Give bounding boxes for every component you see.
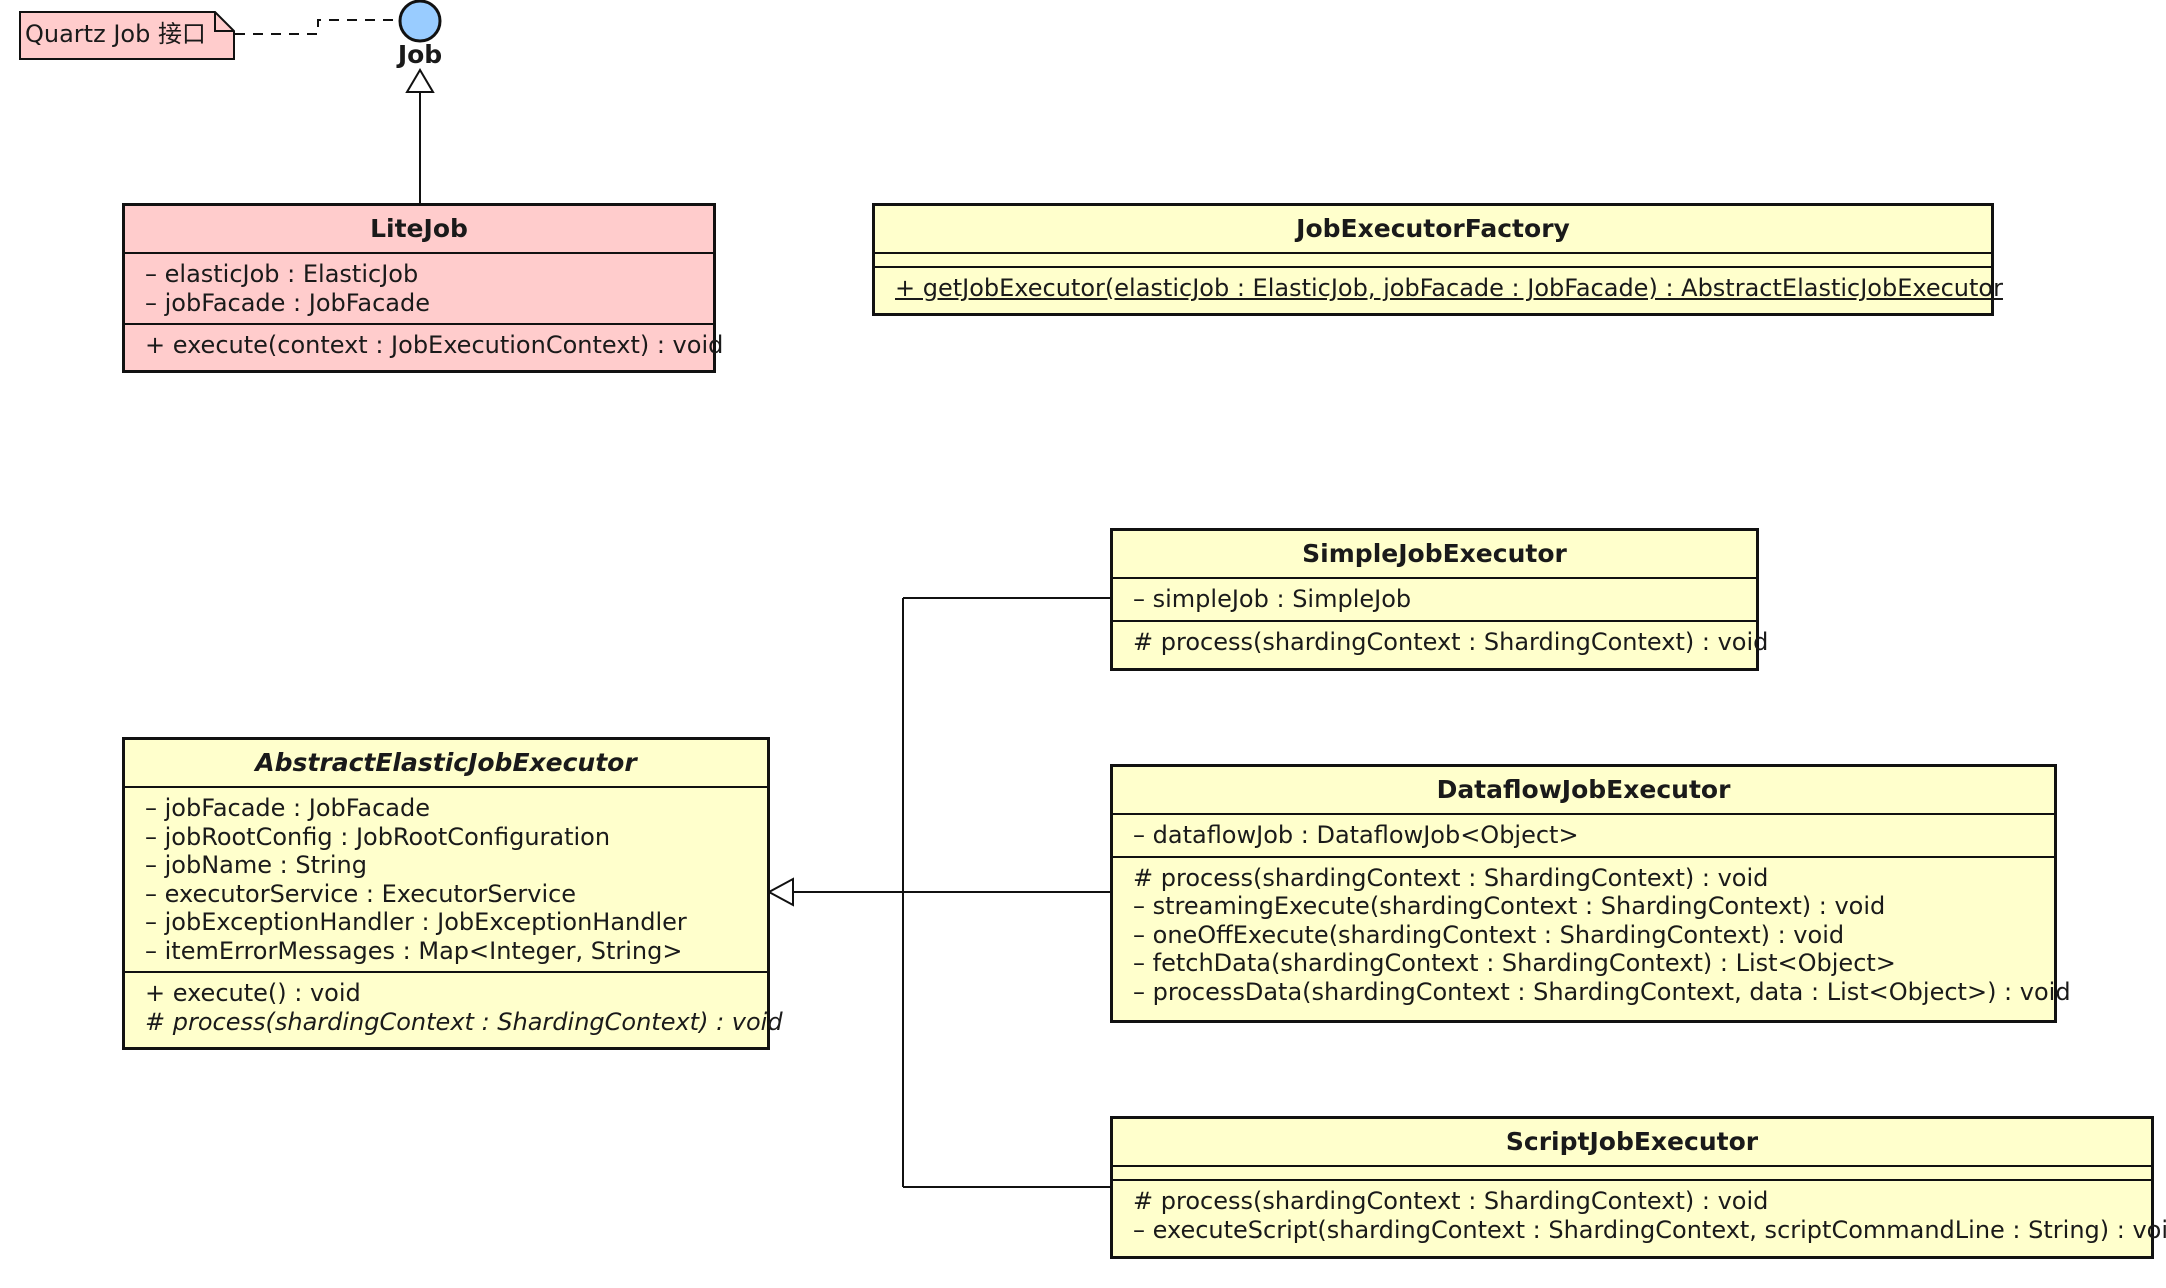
- class-name: JobExecutorFactory: [1296, 214, 1570, 243]
- job-interface-icon: [398, 0, 442, 43]
- attributes-section: – simpleJob : SimpleJob: [1113, 577, 1756, 620]
- operations-section: + getJobExecutor(elasticJob : ElasticJob…: [875, 266, 2003, 309]
- operation: – oneOffExecute(shardingContext : Shardi…: [1133, 920, 1845, 949]
- class-name: AbstractElasticJobExecutor: [255, 748, 637, 777]
- note-text: Quartz Job 接口: [25, 20, 206, 48]
- attribute: – jobRootConfig : JobRootConfiguration: [145, 822, 611, 851]
- attribute: – jobFacade : JobFacade: [145, 288, 430, 317]
- attribute: – itemErrorMessages : Map<Integer, Strin…: [145, 936, 683, 965]
- class-name: DataflowJobExecutor: [1436, 775, 1731, 804]
- attribute: – executorService : ExecutorService: [145, 879, 577, 908]
- abstract-elastic-job-executor-class[interactable]: AbstractElasticJobExecutor – jobFacade :…: [122, 737, 783, 1050]
- note-anchor-line: [235, 19, 395, 35]
- operations-section: # process(shardingContext : ShardingCont…: [1113, 619, 1769, 663]
- dataflow-job-executor-class[interactable]: DataflowJobExecutor – dataflowJob : Data…: [1110, 764, 2071, 1023]
- operation: # process(shardingContext : ShardingCont…: [1133, 627, 1769, 656]
- attribute: – elasticJob : ElasticJob: [145, 260, 419, 288]
- operation: – processData(shardingContext : Sharding…: [1133, 977, 2071, 1006]
- attribute: – jobFacade : JobFacade: [145, 794, 430, 822]
- operations-section: + execute(context : JobExecutionContext)…: [125, 323, 724, 366]
- attributes-section: [875, 252, 1991, 266]
- attributes-section: – jobFacade : JobFacade – jobRootConfig …: [125, 786, 767, 971]
- realization-arrowhead: [405, 68, 435, 93]
- operation: – executeScript(shardingContext : Shardi…: [1133, 1215, 2166, 1244]
- class-name: SimpleJobExecutor: [1302, 539, 1567, 568]
- job-executor-factory-class[interactable]: JobExecutorFactory + getJobExecutor(elas…: [872, 203, 2003, 316]
- attribute: – dataflowJob : DataflowJob<Object>: [1133, 821, 1579, 849]
- attributes-section: – elasticJob : ElasticJob – jobFacade : …: [125, 252, 713, 323]
- operation: # process(shardingContext : ShardingCont…: [1133, 1187, 1769, 1215]
- class-name: ScriptJobExecutor: [1505, 1127, 1759, 1156]
- operation: + execute() : void: [145, 979, 361, 1007]
- attribute: – jobName : String: [145, 851, 367, 879]
- attribute: – simpleJob : SimpleJob: [1133, 585, 1412, 613]
- operation: – streamingExecute(shardingContext : Sha…: [1133, 892, 1886, 920]
- abstract-operation: # process(shardingContext : ShardingCont…: [145, 1007, 783, 1036]
- operation: # process(shardingContext : ShardingCont…: [1133, 863, 1769, 892]
- attribute: – jobExceptionHandler : JobExceptionHand…: [145, 908, 687, 936]
- static-operation: + getJobExecutor(elasticJob : ElasticJob…: [895, 274, 2003, 302]
- operations-section: # process(shardingContext : ShardingCont…: [1113, 855, 2071, 1013]
- generalization-arrowhead: [766, 877, 794, 907]
- simple-job-executor-class[interactable]: SimpleJobExecutor – simpleJob : SimpleJo…: [1110, 528, 1769, 671]
- attributes-section: [1113, 1165, 2151, 1179]
- litejob-class[interactable]: LiteJob – elasticJob : ElasticJob – jobF…: [122, 203, 724, 373]
- script-job-executor-class[interactable]: ScriptJobExecutor # process(shardingCont…: [1110, 1116, 2166, 1259]
- operation: + execute(context : JobExecutionContext)…: [145, 331, 724, 359]
- class-name: LiteJob: [370, 214, 468, 243]
- operations-section: + execute() : void # process(shardingCon…: [125, 971, 783, 1042]
- quartz-job-note: Quartz Job 接口: [19, 11, 235, 60]
- operations-section: # process(shardingContext : ShardingCont…: [1113, 1179, 2166, 1250]
- operation: – fetchData(shardingContext : ShardingCo…: [1133, 949, 1896, 977]
- attributes-section: – dataflowJob : DataflowJob<Object>: [1113, 813, 2054, 856]
- job-interface-label: Job: [397, 40, 443, 69]
